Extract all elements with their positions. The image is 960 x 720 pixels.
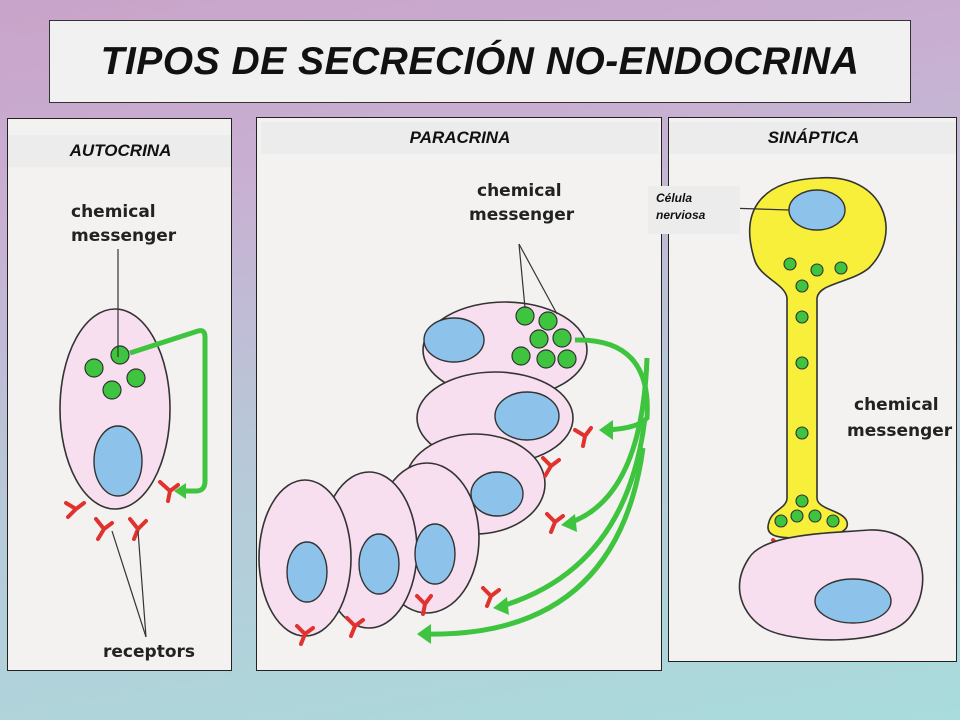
sinaptica-messenger-label-1: chemical <box>854 395 939 415</box>
messenger-dot <box>774 514 788 528</box>
messenger-dot <box>511 346 531 366</box>
header-sinaptica: SINÁPTICA <box>669 122 956 154</box>
sinaptica-figure: chemical messenger <box>726 177 953 641</box>
messenger-dot <box>795 279 809 293</box>
messenger-dot <box>84 358 104 378</box>
paracrine-arrow <box>424 447 646 637</box>
messenger-dot <box>557 349 577 369</box>
messenger-dot <box>552 328 572 348</box>
messenger-dot <box>826 514 840 528</box>
target-nucleus <box>814 578 892 624</box>
title-box: TIPOS DE SECRECIÓN NO-ENDOCRINA <box>49 20 911 103</box>
messenger-dot <box>529 329 549 349</box>
paracrine-arrow <box>501 417 648 609</box>
receptor <box>64 480 180 541</box>
messenger-dot <box>795 310 809 324</box>
celula-label-line2: nerviosa <box>656 208 706 222</box>
messenger-dot <box>110 345 130 365</box>
messenger-dot <box>795 494 809 508</box>
messenger-dot <box>102 380 122 400</box>
paracrine-arrow <box>574 337 650 433</box>
header-autocrina: AUTOCRINA <box>8 135 231 167</box>
celula-nerviosa-label: Célula nerviosa <box>648 186 740 234</box>
messenger-dot <box>538 311 558 331</box>
autocrina-messenger-label-1: chemical <box>71 202 156 222</box>
sinaptica-messenger-label-2: messenger <box>847 421 953 441</box>
autocrine-nucleus <box>93 425 143 497</box>
paracrine-nucleus <box>286 541 328 603</box>
messenger-dot <box>810 263 824 277</box>
messenger-dot <box>126 368 146 388</box>
nerve-cell <box>749 177 887 539</box>
receptors-label: receptors <box>103 642 195 662</box>
messenger-dot <box>515 306 535 326</box>
messenger-dot <box>536 349 556 369</box>
page-title: TIPOS DE SECRECIÓN NO-ENDOCRINA <box>100 39 860 83</box>
panel-paracrina: chemical messenger PARACRINA <box>256 117 662 671</box>
paracrine-nucleus <box>423 317 485 363</box>
messenger-dot <box>783 257 797 271</box>
paracrine-nucleus <box>470 471 524 517</box>
celula-label-line1: Célula <box>656 191 693 205</box>
autocrina-messenger-label-2: messenger <box>71 226 177 246</box>
messenger-dot <box>795 356 809 370</box>
messenger-dot <box>808 509 822 523</box>
paracrina-messenger-label-1: chemical <box>477 181 562 201</box>
paracrine-arrow <box>568 357 650 526</box>
autocrine-arrow <box>129 328 208 494</box>
paracrina-figure: chemical messenger <box>258 181 650 646</box>
header-paracrina: PARACRINA <box>261 122 659 154</box>
nerve-nucleus <box>788 189 846 231</box>
messenger-dot <box>795 426 809 440</box>
paracrina-messenger-label-2: messenger <box>469 205 575 225</box>
autocrina-figure: chemical messenger receptors <box>59 202 208 662</box>
panel-autocrina: chemical messenger receptors AUTOCRINA <box>7 118 232 671</box>
messenger-dot <box>790 509 804 523</box>
paracrine-nucleus <box>494 391 560 441</box>
paracrine-nucleus <box>414 523 456 585</box>
paracrine-nucleus <box>358 533 400 595</box>
messenger-dot <box>834 261 848 275</box>
